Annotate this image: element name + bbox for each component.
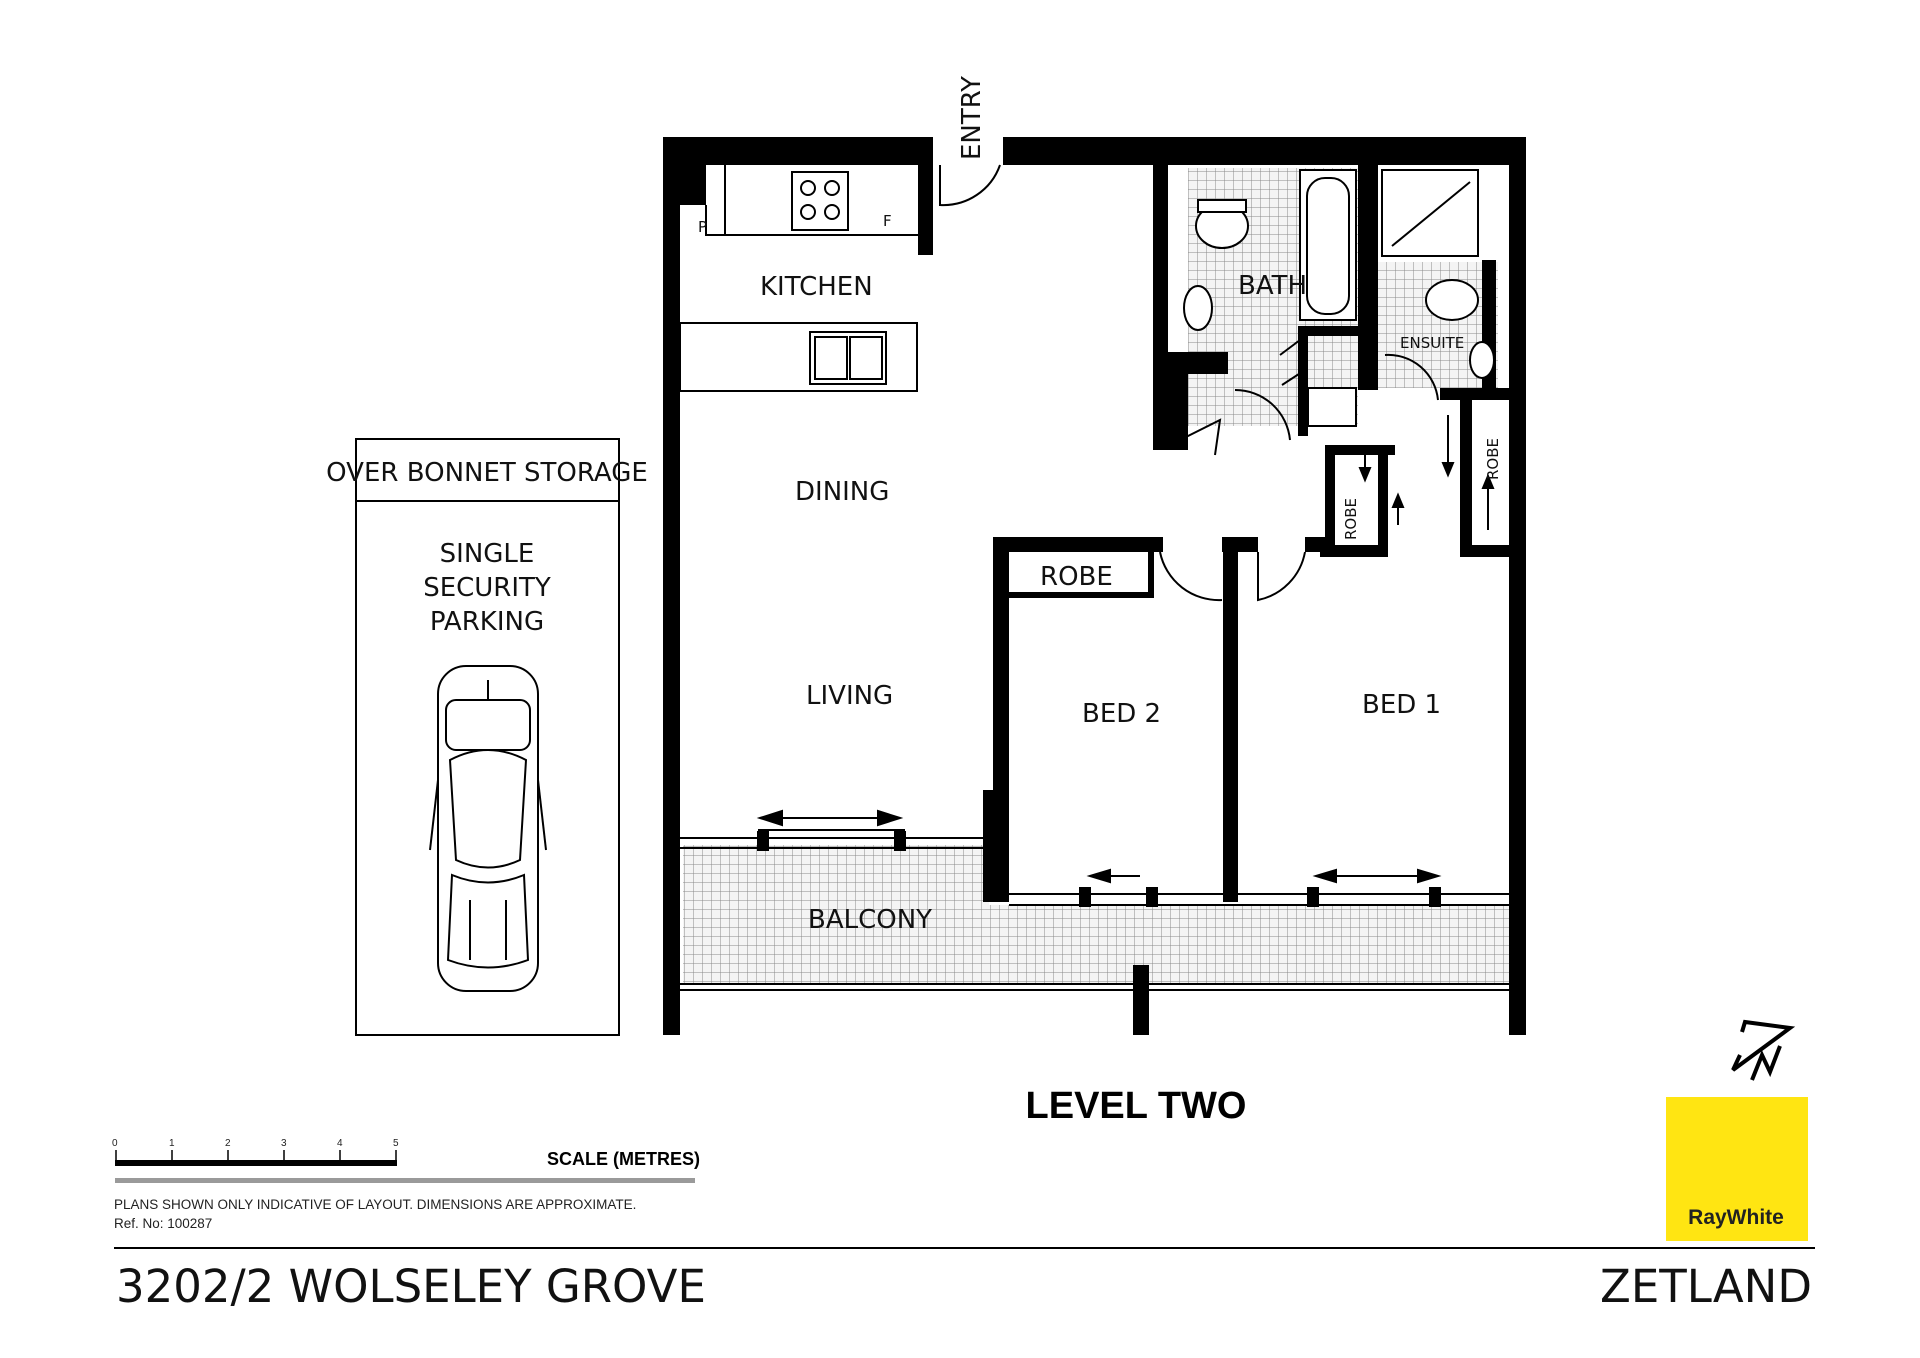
- parking-line2: SECURITY: [423, 573, 551, 603]
- footer-address: 3202/2 WOLSELEY GROVE: [116, 1260, 706, 1313]
- balcony-tiles-right: [989, 905, 1509, 985]
- north-arrow-icon: [1731, 1019, 1796, 1081]
- scale-tick-2: 2: [225, 1138, 231, 1149]
- scale-tick-5: 5: [393, 1138, 399, 1149]
- bath-label: BATH: [1238, 271, 1307, 301]
- door-swings: [939, 164, 1439, 602]
- kitchen-island: [679, 322, 918, 392]
- cooktop-icon: [791, 171, 849, 231]
- balcony-tiles: [683, 845, 989, 985]
- ensuite-label: ENSUITE: [1400, 334, 1464, 352]
- basin-icon: [1183, 285, 1213, 331]
- bed1-label: BED 1: [1362, 690, 1441, 720]
- logo-text: RayWhite: [1688, 1206, 1784, 1229]
- robe-right-label: ROBE: [1484, 438, 1502, 480]
- footer-suburb: ZETLAND: [1600, 1260, 1812, 1313]
- dining-label: DINING: [795, 477, 889, 507]
- ensuite-basin-icon: [1469, 341, 1495, 379]
- scale-tick-1: 1: [169, 1138, 175, 1149]
- scale-tick-3: 3: [281, 1138, 287, 1149]
- ensuite-toilet-icon: [1425, 279, 1479, 321]
- disclaimer-line2: Ref. No: 100287: [114, 1216, 212, 1231]
- over-bonnet-storage-label: OVER BONNET STORAGE: [326, 458, 648, 488]
- living-label: LIVING: [806, 681, 893, 711]
- robe-bed2-label: ROBE: [1040, 562, 1113, 592]
- laundry-tub-icon: [1307, 387, 1357, 427]
- scale-tick-0: 0: [112, 1138, 118, 1149]
- windows: [680, 829, 1509, 991]
- parking-area: OVER BONNET STORAGE SINGLE SECURITY PARK…: [326, 438, 648, 1036]
- fridge-label: F: [883, 212, 892, 230]
- car-icon: [429, 665, 547, 992]
- bed2-label: BED 2: [1082, 699, 1161, 729]
- scale-bar: 0 1 2 3 4 5 SCALE (METRES): [112, 1138, 700, 1183]
- sliding-door-arrows: [756, 809, 1442, 884]
- bathroom-fixtures: [1183, 169, 1495, 427]
- kitchen-label: KITCHEN: [760, 272, 873, 302]
- parking-line1: SINGLE: [440, 539, 535, 569]
- raywhite-logo: RayWhite: [1666, 1097, 1808, 1241]
- room-labels: ENTRY P F KITCHEN DINING LIVING BALCONY …: [698, 76, 1502, 935]
- entry-label: ENTRY: [957, 76, 987, 160]
- level-title: LEVEL TWO: [1026, 1085, 1247, 1127]
- scale-tick-4: 4: [337, 1138, 343, 1149]
- robe-arrows: [1358, 415, 1495, 530]
- disclaimer-line1: PLANS SHOWN ONLY INDICATIVE OF LAYOUT. D…: [114, 1197, 636, 1212]
- scale-label: SCALE (METRES): [547, 1149, 700, 1169]
- robe-left-label: ROBE: [1342, 498, 1360, 540]
- pantry-label: P: [698, 218, 707, 236]
- sink-icon: [809, 331, 887, 385]
- kitchen-fixtures: [679, 165, 918, 392]
- balcony-label: BALCONY: [808, 905, 932, 935]
- parking-line3: PARKING: [430, 607, 544, 637]
